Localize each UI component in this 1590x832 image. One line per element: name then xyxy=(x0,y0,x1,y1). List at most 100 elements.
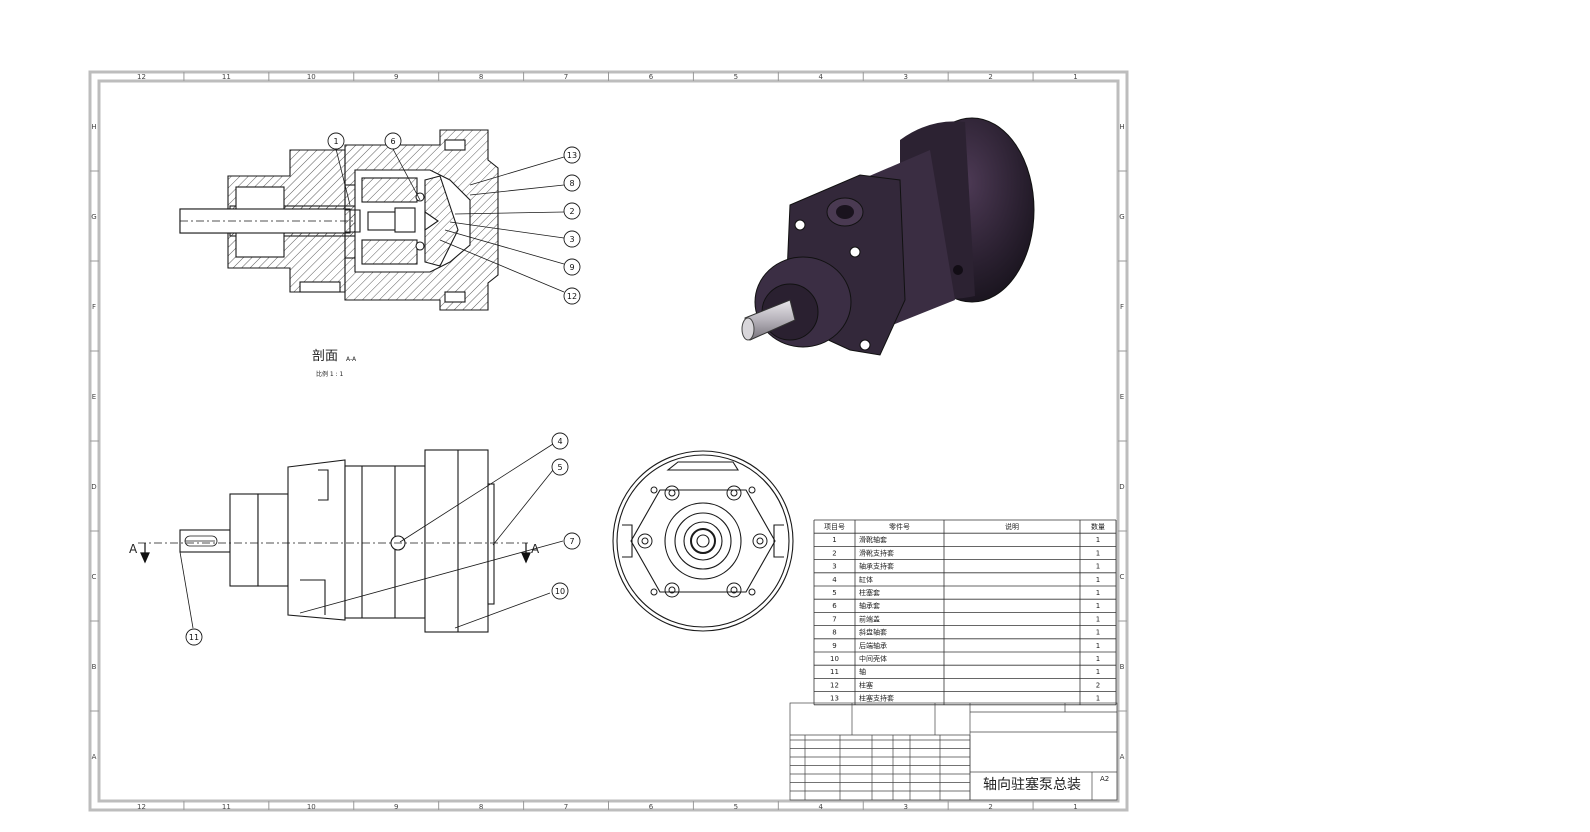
zone-col-label: 11 xyxy=(222,73,231,81)
zone-col-label: 6 xyxy=(649,803,654,811)
bom-row: 13 柱塞支持套 1 xyxy=(830,694,1100,703)
svg-text:后端轴承: 后端轴承 xyxy=(859,641,887,650)
zone-col-label: 3 xyxy=(903,803,907,811)
zone-col-label: 7 xyxy=(564,73,568,81)
balloon-1: 1 xyxy=(327,132,345,150)
balloon-9: 9 xyxy=(563,258,581,276)
zone-row-label: B xyxy=(92,663,97,671)
section-label: 剖面 xyxy=(312,349,338,364)
svg-text:1: 1 xyxy=(1096,536,1100,544)
balloon-4: 4 xyxy=(551,432,569,450)
svg-text:5: 5 xyxy=(832,589,836,597)
zone-col-label: 10 xyxy=(307,73,316,81)
zone-col-label: 9 xyxy=(394,803,398,811)
svg-text:缸体: 缸体 xyxy=(859,575,873,584)
svg-text:1: 1 xyxy=(1096,642,1100,650)
section-view-a-a xyxy=(179,129,499,311)
svg-text:2: 2 xyxy=(832,549,836,557)
svg-text:1: 1 xyxy=(832,536,836,544)
svg-text:前端盖: 前端盖 xyxy=(859,614,880,623)
zone-col-label: 9 xyxy=(394,73,398,81)
svg-text:2: 2 xyxy=(1096,681,1100,689)
svg-text:13: 13 xyxy=(830,695,839,703)
svg-text:柱塞套: 柱塞套 xyxy=(859,588,880,597)
svg-text:柱塞支持套: 柱塞支持套 xyxy=(859,694,894,703)
section-scale: 比例 1 : 1 xyxy=(316,370,344,378)
sheet-size: A2 xyxy=(1100,775,1109,783)
balloon-2: 2 xyxy=(563,202,581,220)
svg-text:1: 1 xyxy=(1096,563,1100,571)
zone-col-label: 7 xyxy=(564,803,568,811)
balloon-8: 8 xyxy=(563,174,581,192)
zone-row-label: G xyxy=(91,213,96,221)
svg-text:9: 9 xyxy=(832,642,836,650)
zone-row-label: H xyxy=(91,123,96,131)
bom-header: 说明 xyxy=(1005,522,1019,531)
zone-row-label: C xyxy=(1120,573,1125,581)
zone-col-label: 4 xyxy=(819,73,824,81)
zone-row-label: E xyxy=(1120,393,1124,401)
svg-text:轴: 轴 xyxy=(859,667,866,676)
svg-text:1: 1 xyxy=(1096,695,1100,703)
balloon-7: 7 xyxy=(563,532,581,550)
bom-row: 9 后端轴承 1 xyxy=(832,641,1100,650)
zone-row-label: D xyxy=(91,483,96,491)
svg-text:1: 1 xyxy=(1096,629,1100,637)
cut-marker-left: A xyxy=(129,542,138,556)
zone-col-label: 6 xyxy=(649,73,654,81)
svg-text:轴承支持套: 轴承支持套 xyxy=(859,562,894,571)
zone-row-label: A xyxy=(92,753,97,761)
svg-text:3: 3 xyxy=(832,563,836,571)
svg-text:轴承套: 轴承套 xyxy=(859,601,880,610)
svg-text:4: 4 xyxy=(832,576,837,584)
zone-col-label: 5 xyxy=(734,73,738,81)
zone-col-label: 8 xyxy=(479,73,483,81)
svg-text:1: 1 xyxy=(1096,615,1100,623)
zone-row-label: C xyxy=(92,573,97,581)
zone-ticks xyxy=(90,72,1127,810)
zone-col-label: 3 xyxy=(903,73,907,81)
title-block xyxy=(789,702,1118,801)
zone-row-label: H xyxy=(1119,123,1124,131)
bom-row: 3 轴承支持套 1 xyxy=(832,562,1100,571)
zone-row-label: B xyxy=(1120,663,1125,671)
zone-col-label: 12 xyxy=(137,73,146,81)
balloon-12: 12 xyxy=(563,287,581,305)
bom-header: 零件号 xyxy=(889,522,910,531)
svg-text:13: 13 xyxy=(567,151,577,160)
svg-text:1: 1 xyxy=(333,137,338,146)
zone-col-label: 11 xyxy=(222,803,231,811)
svg-text:中间壳体: 中间壳体 xyxy=(859,654,887,663)
zone-col-label: 2 xyxy=(988,73,992,81)
zone-col-label: 1 xyxy=(1073,803,1077,811)
zone-row-label: A xyxy=(1120,753,1125,761)
bom-header: 数量 xyxy=(1091,522,1105,531)
zone-col-label: 8 xyxy=(479,803,483,811)
svg-text:滑靴支持套: 滑靴支持套 xyxy=(859,548,894,557)
section-leaders xyxy=(335,148,565,293)
svg-text:9: 9 xyxy=(569,263,574,272)
svg-text:2: 2 xyxy=(569,207,574,216)
zone-row-label: D xyxy=(1119,483,1124,491)
svg-text:11: 11 xyxy=(189,633,199,642)
balloon-5: 5 xyxy=(551,458,569,476)
zone-col-label: 1 xyxy=(1073,73,1077,81)
balloon-6: 6 xyxy=(384,132,402,150)
svg-text:8: 8 xyxy=(569,179,574,188)
bom-row: 1 滑靴轴套 1 xyxy=(832,535,1100,544)
zone-col-label: 12 xyxy=(137,803,146,811)
svg-text:4: 4 xyxy=(557,437,562,446)
svg-text:滑靴轴套: 滑靴轴套 xyxy=(859,535,887,544)
svg-text:11: 11 xyxy=(830,668,839,676)
